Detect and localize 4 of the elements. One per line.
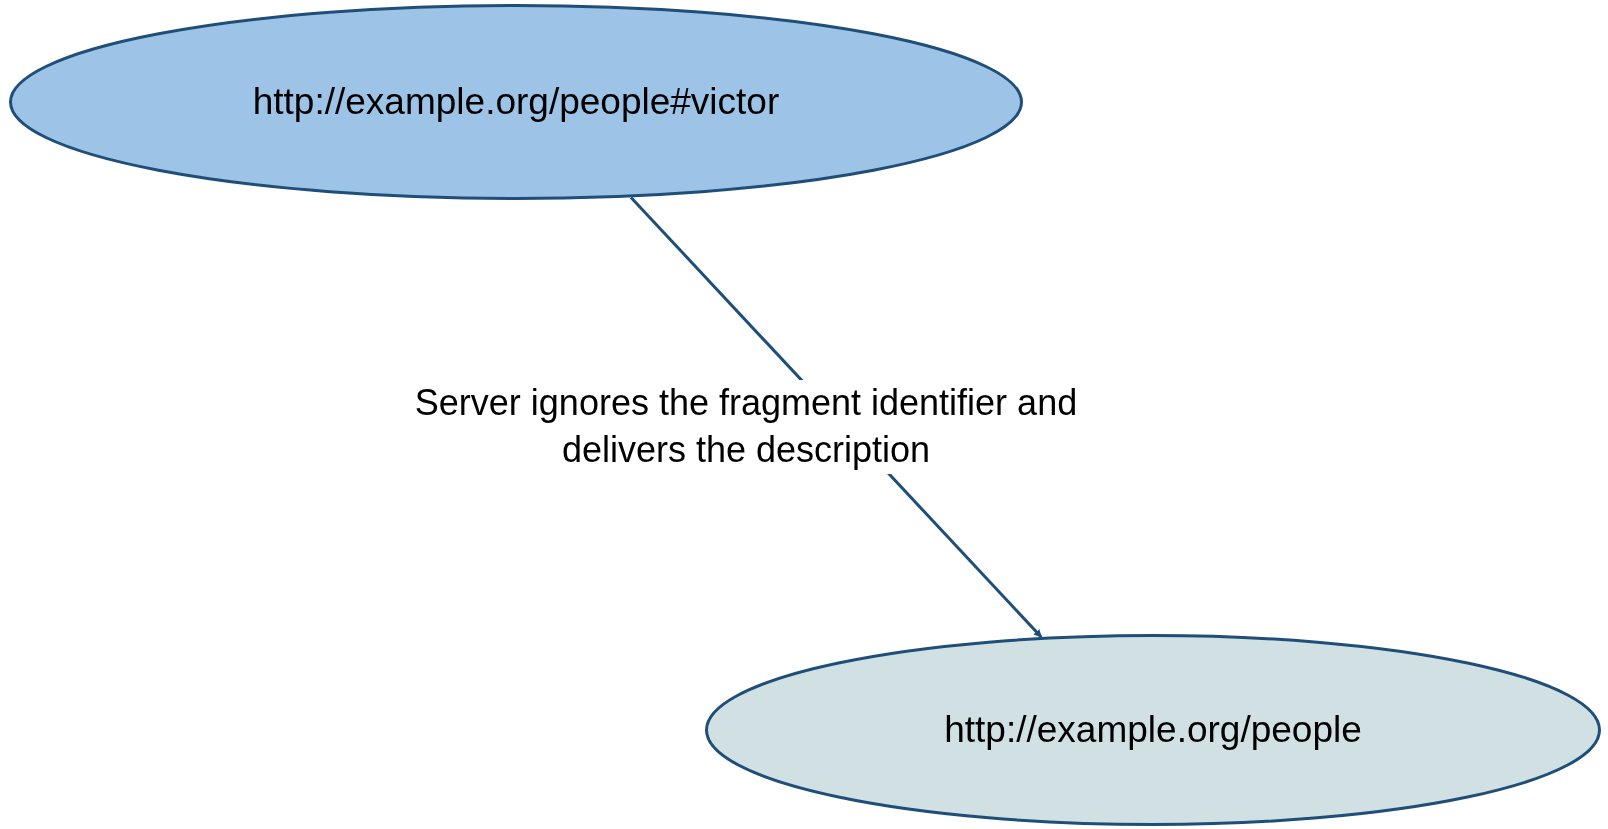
node-label: http://example.org/people	[944, 709, 1362, 751]
ellipse-node	[705, 634, 1601, 826]
ellipse-node	[9, 4, 1023, 200]
node-label: http://example.org/people#victor	[252, 81, 780, 123]
